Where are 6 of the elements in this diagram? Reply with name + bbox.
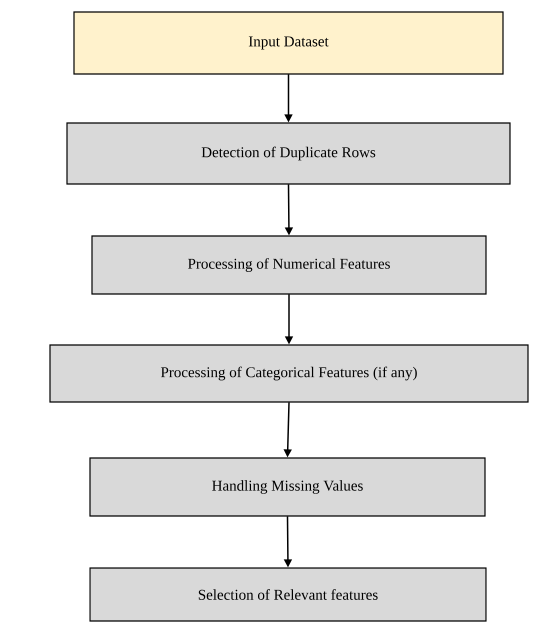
process-box: Processing of Categorical Features (if any) <box>49 344 529 403</box>
process-box: Input Dataset <box>73 11 504 75</box>
process-box: Detection of Duplicate Rows <box>66 122 511 185</box>
process-box: Processing of Numerical Features <box>91 235 487 295</box>
process-box: Selection of Relevant features <box>89 567 487 622</box>
process-box: Handling Missing Values <box>89 457 486 517</box>
